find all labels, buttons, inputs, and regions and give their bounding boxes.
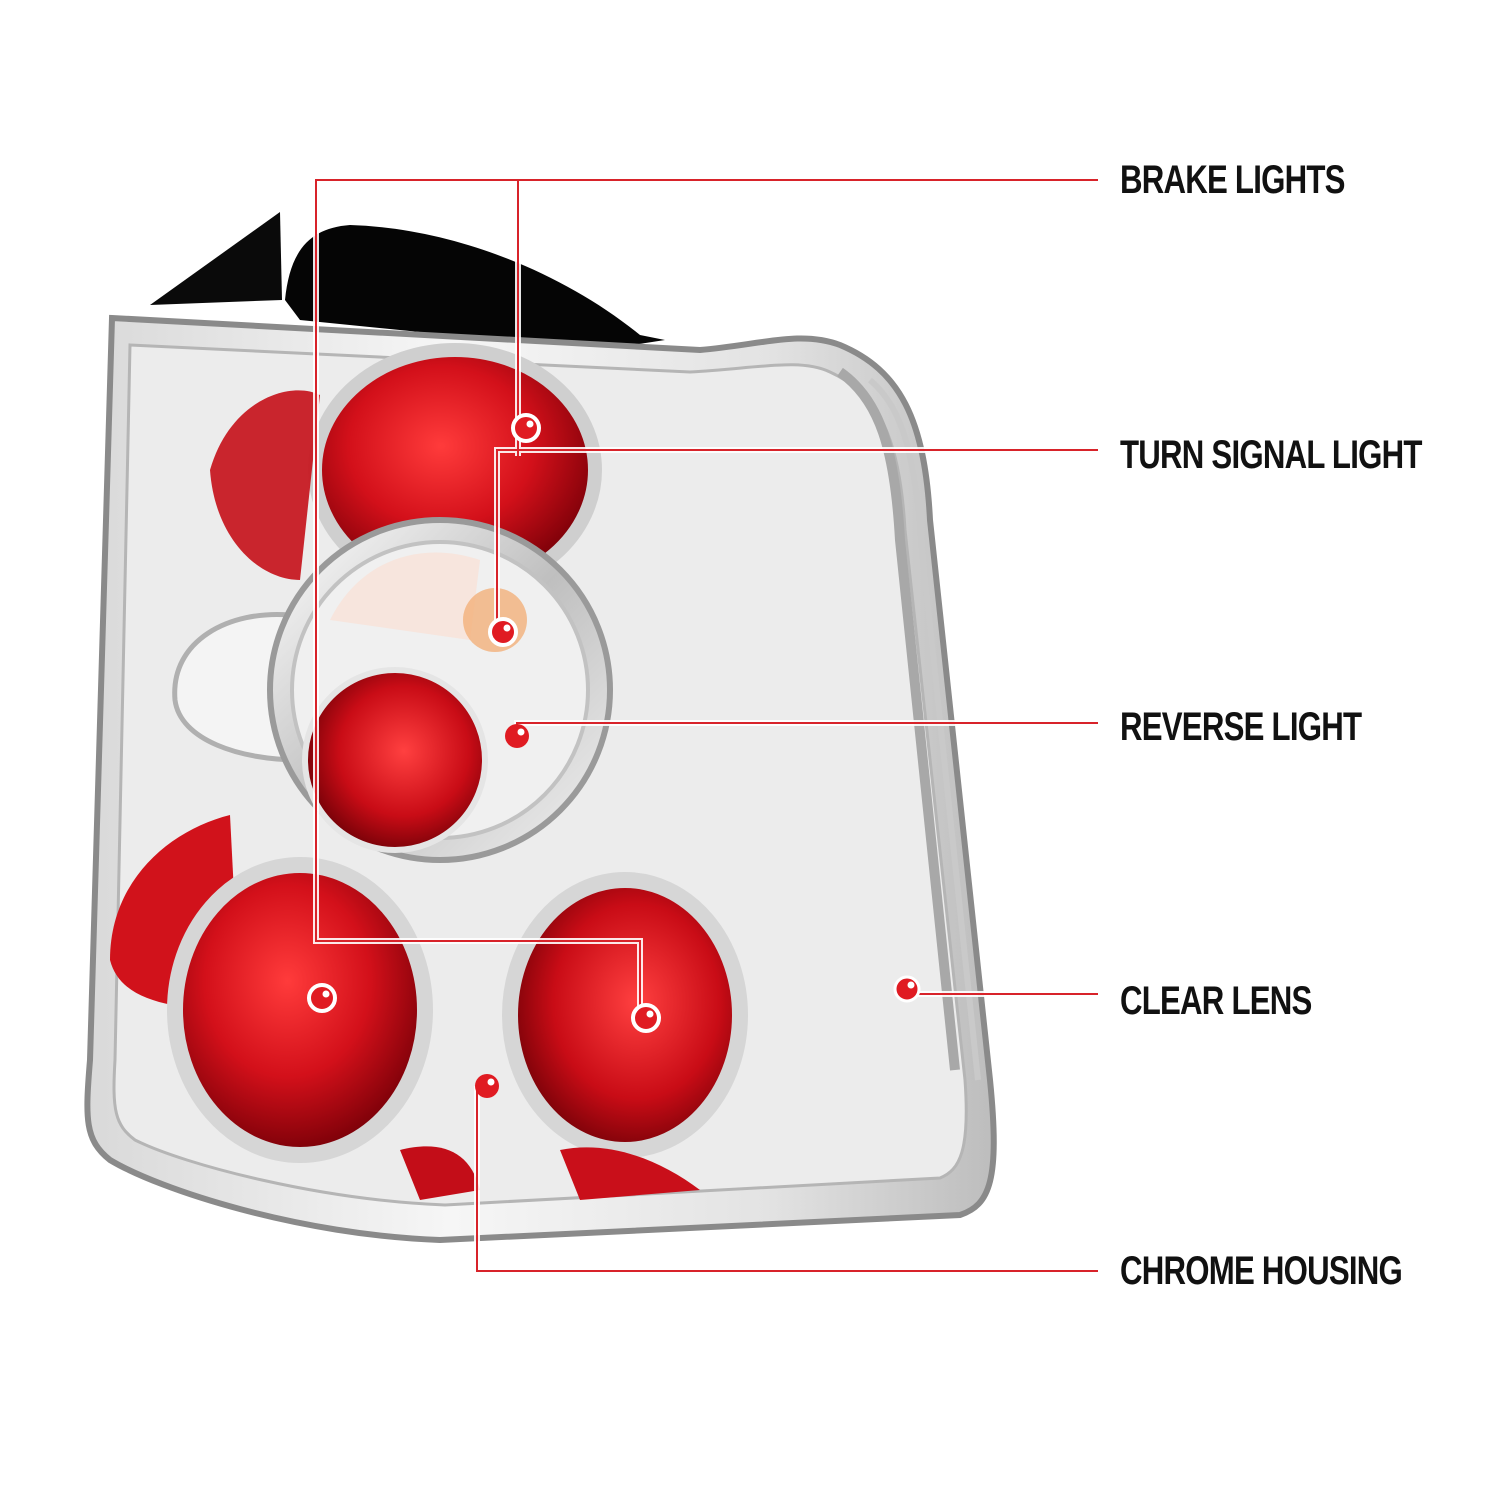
lower-left-brake-lamp bbox=[167, 857, 433, 1163]
label-chrome-housing: CHROME HOUSING bbox=[1120, 1249, 1403, 1293]
marker-dot-icon bbox=[631, 1003, 661, 1033]
lower-right-brake-lamp bbox=[502, 872, 748, 1158]
brake-lights-leader bbox=[315, 179, 1098, 1016]
marker-dot-icon bbox=[893, 975, 921, 1003]
marker-dot-icon bbox=[475, 1074, 499, 1098]
marker-dot-icon bbox=[511, 413, 541, 443]
marker-dot-icon bbox=[488, 617, 518, 647]
chrome-housing-leader bbox=[476, 1086, 1098, 1272]
turn-signal-leader bbox=[496, 449, 1098, 632]
label-reverse-light: REVERSE LIGHT bbox=[1120, 705, 1362, 749]
rear-gasket bbox=[150, 212, 282, 305]
label-clear-lens: CLEAR LENS bbox=[1120, 979, 1312, 1023]
label-turn-signal-light: TURN SIGNAL LIGHT bbox=[1120, 433, 1422, 477]
label-brake-lights: BRAKE LIGHTS bbox=[1120, 158, 1345, 202]
marker-dot-icon bbox=[307, 983, 337, 1013]
marker-dot-icon bbox=[505, 724, 529, 748]
center-red-reflector bbox=[302, 667, 488, 853]
